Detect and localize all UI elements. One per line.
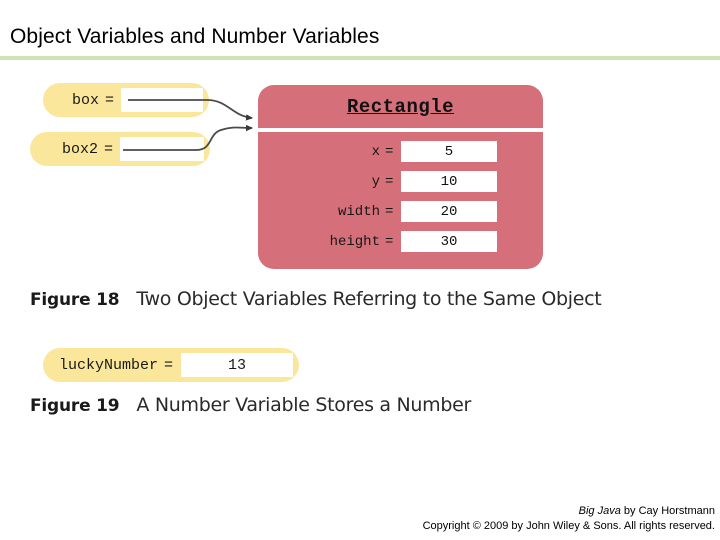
variable-luckynumber-equals: =: [164, 356, 174, 374]
field-name-width: width: [337, 203, 380, 220]
variable-box-label: box: [71, 91, 99, 109]
field-equals-y: =: [385, 173, 394, 190]
variable-luckynumber-label: luckyNumber: [59, 356, 159, 374]
field-equals-x: =: [385, 143, 394, 160]
footer-book-title: Big Java: [578, 505, 621, 517]
variable-box2-label: box2: [61, 140, 98, 158]
object-class-name: Rectangle: [346, 95, 455, 118]
field-row: x = 5: [258, 141, 543, 162]
object-field-list: x = 5 y = 10 width = 20 height = 30: [258, 141, 543, 261]
field-value-height: 30: [401, 231, 497, 252]
object-panel-divider: [258, 128, 543, 132]
figure-18-caption: Figure 18 Two Object Variables Referring…: [30, 288, 602, 310]
field-name-x: x: [371, 143, 380, 160]
field-value-y: 10: [401, 171, 497, 192]
field-value-width: 20: [401, 201, 497, 222]
figure-18-caption-text: Two Object Variables Referring to the Sa…: [136, 288, 602, 310]
variable-box2-reference-slot: [120, 137, 204, 161]
variable-luckynumber: luckyNumber = 13: [43, 348, 299, 382]
field-row: height = 30: [258, 231, 543, 252]
variable-luckynumber-value: 13: [181, 353, 293, 377]
figure-19-number: Figure 19: [30, 396, 120, 416]
field-value-x: 5: [401, 141, 497, 162]
variable-box-reference-slot: [121, 88, 203, 112]
field-row: y = 10: [258, 171, 543, 192]
field-equals-width: =: [385, 203, 394, 220]
object-panel-rectangle: Rectangle x = 5 y = 10 width = 20 height…: [258, 85, 543, 269]
figure-19-caption: Figure 19 A Number Variable Stores a Num…: [30, 394, 471, 416]
page-title: Object Variables and Number Variables: [10, 25, 380, 48]
footer-byline: by Cay Horstmann: [620, 505, 715, 517]
figure-18-diagram: box = box2 =: [0, 78, 720, 278]
slide-footer: Big Java by Cay Horstmann Copyright © 20…: [423, 504, 715, 534]
footer-attribution: Big Java by Cay Horstmann: [423, 504, 715, 519]
variable-box2-equals: =: [104, 140, 114, 158]
figure-19-caption-text: A Number Variable Stores a Number: [136, 394, 472, 416]
field-equals-height: =: [385, 233, 394, 250]
variable-box2: box2 =: [30, 132, 210, 166]
figure-18-number: Figure 18: [30, 290, 120, 310]
field-name-y: y: [371, 173, 380, 190]
object-panel-header: Rectangle: [258, 85, 543, 128]
variable-box-equals: =: [105, 91, 115, 109]
field-row: width = 20: [258, 201, 543, 222]
field-name-height: height: [329, 233, 380, 250]
variable-box: box =: [43, 83, 209, 117]
footer-copyright: Copyright © 2009 by John Wiley & Sons. A…: [422, 520, 715, 532]
title-divider: [0, 56, 720, 60]
